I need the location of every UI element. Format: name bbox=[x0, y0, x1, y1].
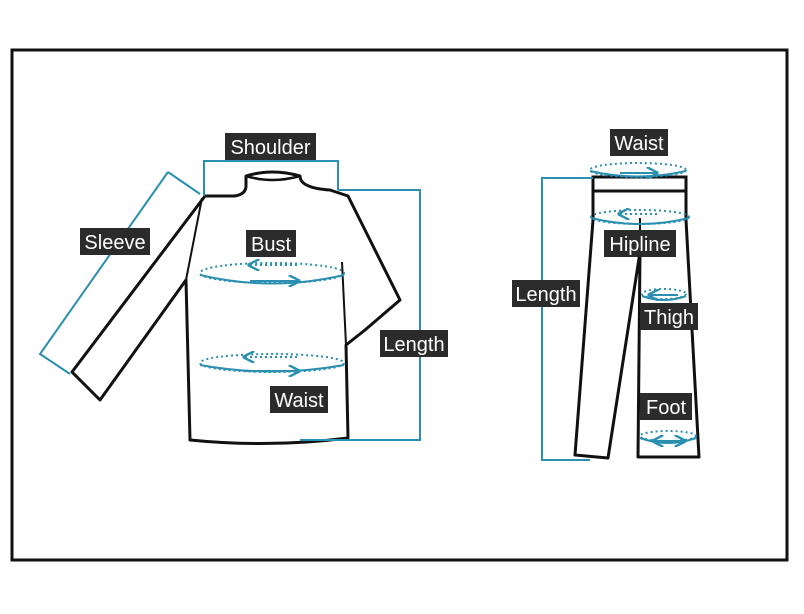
label-shoulder: Shoulder bbox=[225, 133, 316, 160]
label-top-waist-text: Waist bbox=[274, 390, 324, 412]
thigh-measure-front bbox=[641, 295, 687, 301]
bust-measure-front bbox=[199, 274, 345, 285]
pants-waistband bbox=[591, 175, 688, 193]
pants-length-measure-line bbox=[541, 177, 593, 461]
pants-waist-measure-front bbox=[589, 170, 687, 178]
label-foot: Foot bbox=[640, 393, 692, 420]
pants-measure-lines bbox=[541, 162, 697, 461]
label-top-waist: Waist bbox=[270, 386, 328, 413]
foot-measure-back bbox=[639, 430, 697, 442]
thigh-measure-back bbox=[641, 288, 687, 300]
pants-waist-measure-back bbox=[589, 162, 687, 178]
label-top-length: Length bbox=[380, 330, 448, 357]
label-sleeve-text: Sleeve bbox=[84, 232, 145, 254]
length-measure-line bbox=[300, 189, 421, 441]
label-bust: Bust bbox=[246, 230, 296, 257]
label-hipline-text: Hipline bbox=[609, 234, 670, 256]
hipline-measure-front bbox=[590, 217, 690, 225]
label-thigh: Thigh bbox=[640, 303, 698, 330]
collar-line bbox=[245, 174, 301, 182]
sleeve-measure-tick-top bbox=[167, 171, 201, 195]
waist-measure-back bbox=[199, 353, 345, 373]
label-shoulder-text: Shoulder bbox=[230, 137, 310, 159]
top-measure-lines bbox=[38, 160, 421, 441]
label-top-length-text: Length bbox=[383, 334, 444, 356]
label-foot-text: Foot bbox=[646, 397, 686, 419]
label-bust-text: Bust bbox=[251, 234, 291, 256]
label-thigh-text: Thigh bbox=[644, 307, 694, 329]
label-pants-waist: Waist bbox=[610, 129, 668, 156]
label-hipline: Hipline bbox=[604, 230, 676, 257]
left-armhole-seam bbox=[185, 197, 203, 281]
label-pants-length: Length bbox=[512, 280, 580, 307]
pants-outline bbox=[573, 189, 701, 460]
label-pants-waist-text: Waist bbox=[614, 133, 664, 155]
label-sleeve: Sleeve bbox=[80, 228, 150, 255]
bust-measure-back bbox=[199, 262, 345, 284]
shoulder-measure-line bbox=[203, 160, 339, 196]
label-pants-length-text: Length bbox=[515, 284, 576, 306]
